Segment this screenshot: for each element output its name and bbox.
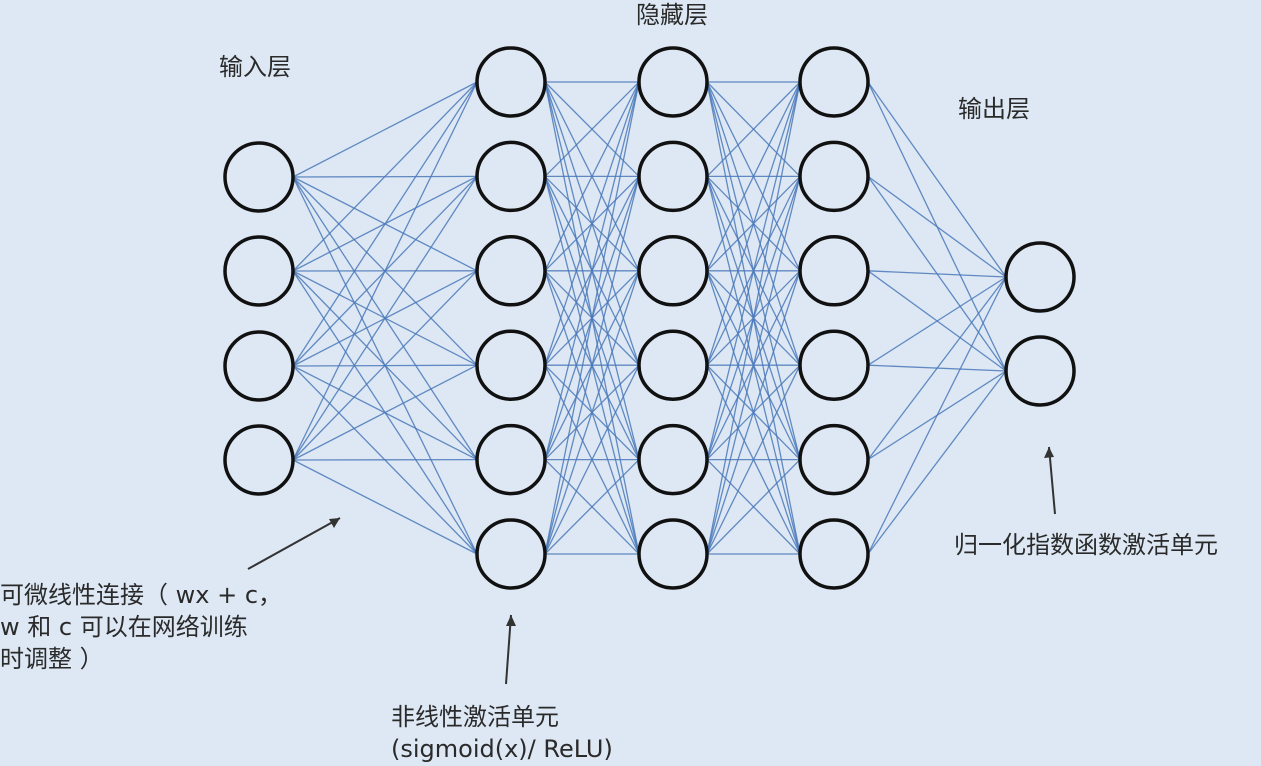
neuron-nodes bbox=[223, 46, 1076, 590]
softmax-annotation-arrowhead bbox=[1044, 447, 1054, 458]
edge-hidden-2-6-to-hidden-3-1 bbox=[706, 81, 801, 555]
edge-input-1-to-hidden-1-1 bbox=[292, 81, 478, 178]
edge-input-4-to-hidden-1-3 bbox=[292, 270, 478, 461]
hidden-2-node-3 bbox=[637, 235, 709, 307]
edge-hidden-3-2-to-output-1 bbox=[867, 175, 1007, 278]
hidden-1-node-4 bbox=[475, 329, 547, 401]
edge-hidden-2-6-to-hidden-3-5 bbox=[706, 459, 801, 555]
input-node-4 bbox=[223, 424, 295, 496]
output-layer-label: 输出层 bbox=[958, 95, 1030, 123]
hidden-1-node-3 bbox=[475, 235, 547, 307]
edge-hidden-2-5-to-hidden-3-1 bbox=[706, 81, 801, 460]
edge-hidden-2-6-to-hidden-3-3 bbox=[706, 270, 801, 555]
edge-hidden-1-5-to-hidden-2-1 bbox=[544, 81, 640, 460]
nonlinear-annotation-arrow bbox=[505, 614, 512, 685]
edge-hidden-1-6-to-hidden-2-2 bbox=[544, 176, 640, 555]
linear-annotation-arrowhead bbox=[329, 518, 340, 528]
hidden-1-node-2 bbox=[475, 140, 547, 213]
edge-hidden-3-4-to-output-1 bbox=[867, 276, 1007, 366]
nonlinear-activation-annotation: 非线性激活单元 (sigmoid(x)/ ReLU) bbox=[391, 701, 613, 765]
hidden-3-node-5 bbox=[798, 423, 870, 496]
hidden-2-node-2 bbox=[637, 140, 709, 213]
edge-hidden-1-6-to-hidden-2-1 bbox=[544, 81, 640, 555]
linear-annotation-arrow bbox=[247, 517, 341, 570]
annotation-arrows bbox=[247, 446, 1056, 685]
edge-hidden-2-4-to-hidden-3-1 bbox=[706, 81, 801, 366]
linear-annotation-line-2: w 和 c 可以在网络训练 bbox=[0, 613, 248, 641]
edge-hidden-1-6-to-hidden-2-5 bbox=[544, 459, 640, 555]
linear-annotation-line-1: 可微线性连接（ wx + c， bbox=[0, 581, 283, 609]
linear-annotation-line-3: 时调整 ） bbox=[0, 645, 104, 673]
hidden-3-node-1 bbox=[798, 46, 870, 118]
hidden-2-node-5 bbox=[637, 423, 709, 496]
output-node-1 bbox=[1004, 241, 1076, 313]
connection-edges bbox=[292, 81, 1007, 555]
nonlinear-annotation-line-1: 非线性激活单元 bbox=[391, 703, 559, 731]
edge-input-3-to-hidden-1-1 bbox=[292, 81, 478, 367]
input-node-2 bbox=[223, 235, 295, 307]
edge-hidden-2-6-to-hidden-3-4 bbox=[706, 364, 801, 555]
softmax-annotation-arrow bbox=[1048, 446, 1056, 515]
nonlinear-annotation-line-2: (sigmoid(x)/ ReLU) bbox=[391, 735, 613, 763]
edge-hidden-3-6-to-output-2 bbox=[867, 370, 1007, 555]
input-node-1 bbox=[223, 141, 295, 213]
edge-hidden-3-3-to-output-1 bbox=[867, 270, 1007, 278]
edge-hidden-1-4-to-hidden-2-1 bbox=[544, 81, 640, 366]
edge-hidden-1-6-to-hidden-2-3 bbox=[544, 270, 640, 555]
edge-input-4-to-hidden-1-6 bbox=[292, 459, 478, 555]
hidden-2-node-1 bbox=[637, 46, 709, 118]
edge-input-4-to-hidden-1-2 bbox=[292, 176, 478, 461]
hidden-2-node-6 bbox=[637, 518, 709, 590]
edge-hidden-3-1-to-output-1 bbox=[867, 81, 1007, 278]
edge-hidden-2-2-to-hidden-3-1 bbox=[706, 81, 801, 177]
output-node-2 bbox=[1004, 335, 1076, 407]
edge-hidden-1-2-to-hidden-2-1 bbox=[544, 81, 640, 177]
hidden-3-node-3 bbox=[798, 235, 870, 307]
hidden-2-node-4 bbox=[637, 329, 709, 401]
edge-hidden-3-5-to-output-1 bbox=[867, 276, 1007, 460]
nonlinear-annotation-arrowhead bbox=[506, 615, 516, 626]
edge-input-4-to-hidden-1-4 bbox=[292, 364, 478, 461]
edge-hidden-1-6-to-hidden-2-4 bbox=[544, 364, 640, 555]
edge-input-2-to-hidden-1-1 bbox=[292, 81, 478, 272]
hidden-3-node-2 bbox=[798, 140, 870, 213]
input-node-3 bbox=[223, 330, 295, 402]
edge-hidden-3-6-to-output-1 bbox=[867, 276, 1007, 555]
linear-connection-annotation: 可微线性连接（ wx + c， w 和 c 可以在网络训练 时调整 ） bbox=[0, 579, 282, 675]
hidden-3-node-4 bbox=[798, 329, 870, 401]
edge-input-4-to-hidden-1-1 bbox=[292, 81, 478, 461]
edge-hidden-2-3-to-hidden-3-1 bbox=[706, 81, 801, 272]
hidden-layer-label: 隐藏层 bbox=[636, 1, 708, 29]
hidden-1-node-5 bbox=[475, 423, 547, 496]
input-layer-label: 输入层 bbox=[219, 53, 291, 81]
hidden-1-node-6 bbox=[475, 518, 547, 590]
hidden-1-node-1 bbox=[475, 46, 547, 118]
edge-hidden-1-3-to-hidden-2-1 bbox=[544, 81, 640, 272]
softmax-activation-label: 归一化指数函数激活单元 bbox=[954, 531, 1218, 559]
hidden-3-node-6 bbox=[798, 518, 870, 590]
edge-hidden-2-6-to-hidden-3-2 bbox=[706, 176, 801, 555]
